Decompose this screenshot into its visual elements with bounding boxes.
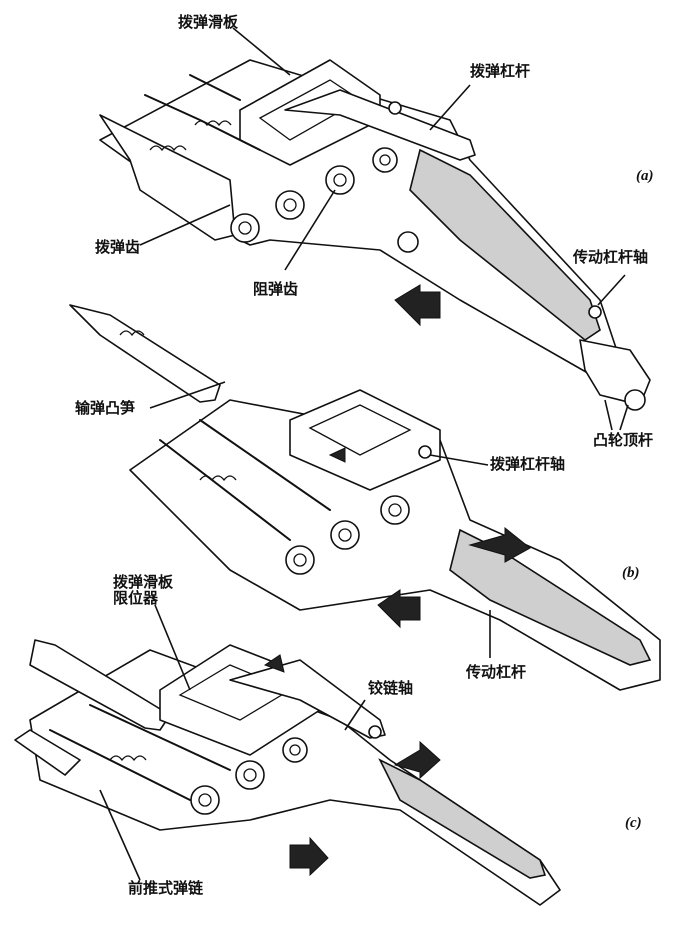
label-cam-plunger: 凸轮顶杆 — [593, 431, 654, 449]
motion-arrow-b-left — [377, 589, 421, 629]
drive-axle-a — [588, 305, 602, 319]
slide-direction-arrow-c — [263, 654, 285, 673]
feed-lever-axle-b — [418, 445, 432, 459]
cartridges-c — [14, 704, 308, 815]
drive-lever-c — [378, 758, 547, 879]
cam-plunger-a — [624, 389, 646, 411]
panel-a-drawing — [99, 27, 651, 431]
feed-lever-a — [284, 89, 476, 161]
motion-arrow-b-right — [468, 526, 531, 563]
motion-arrow-c-down — [289, 836, 329, 877]
feed-lever-c — [229, 659, 386, 739]
label-feed-lever-axle: 拨弹杠杆轴 — [490, 455, 566, 473]
label-feed-pawl: 拨弹齿 — [95, 238, 141, 256]
panel-b-drawing — [69, 304, 661, 691]
panel-c-drawing — [14, 604, 561, 906]
label-drive-lever-axle: 传动杠杆轴 — [573, 248, 649, 266]
slide-direction-arrow-b — [328, 447, 346, 463]
label-hinge-axle: 铰链轴 — [368, 679, 414, 697]
drive-lever-b — [449, 528, 652, 666]
label-rammer-lug: 输弹凸笋 — [75, 399, 136, 417]
panel-tag-a: (a) — [636, 168, 654, 184]
panel-tag-b: (b) — [622, 565, 640, 581]
hinge-axle-c — [368, 725, 382, 739]
cartridges-b — [159, 419, 410, 575]
drive-lever-a — [409, 148, 601, 341]
label-stop-pawl: 阻弹齿 — [253, 280, 299, 298]
rammed-cartridge-b — [69, 304, 221, 403]
label-feed-lever: 拨弹杠杆 — [470, 62, 531, 80]
label-slide-stop-line2: 限位器 — [113, 589, 159, 607]
label-push-through-link: 前推式弹链 — [128, 879, 204, 897]
cartridges-a — [99, 74, 398, 243]
label-feed-slide: 拨弹滑板 — [178, 13, 239, 31]
motion-arrow-a — [394, 284, 441, 327]
panel-tag-c: (c) — [625, 815, 642, 831]
label-drive-lever: 传动杠杆 — [466, 663, 527, 681]
slide-b — [289, 389, 441, 491]
feed-lever-pin-a — [388, 101, 402, 115]
motion-arrow-c-right — [393, 740, 441, 780]
label-slide-stop-line1: 拨弹滑板 — [113, 573, 174, 591]
cartridge-long-c — [29, 639, 171, 731]
